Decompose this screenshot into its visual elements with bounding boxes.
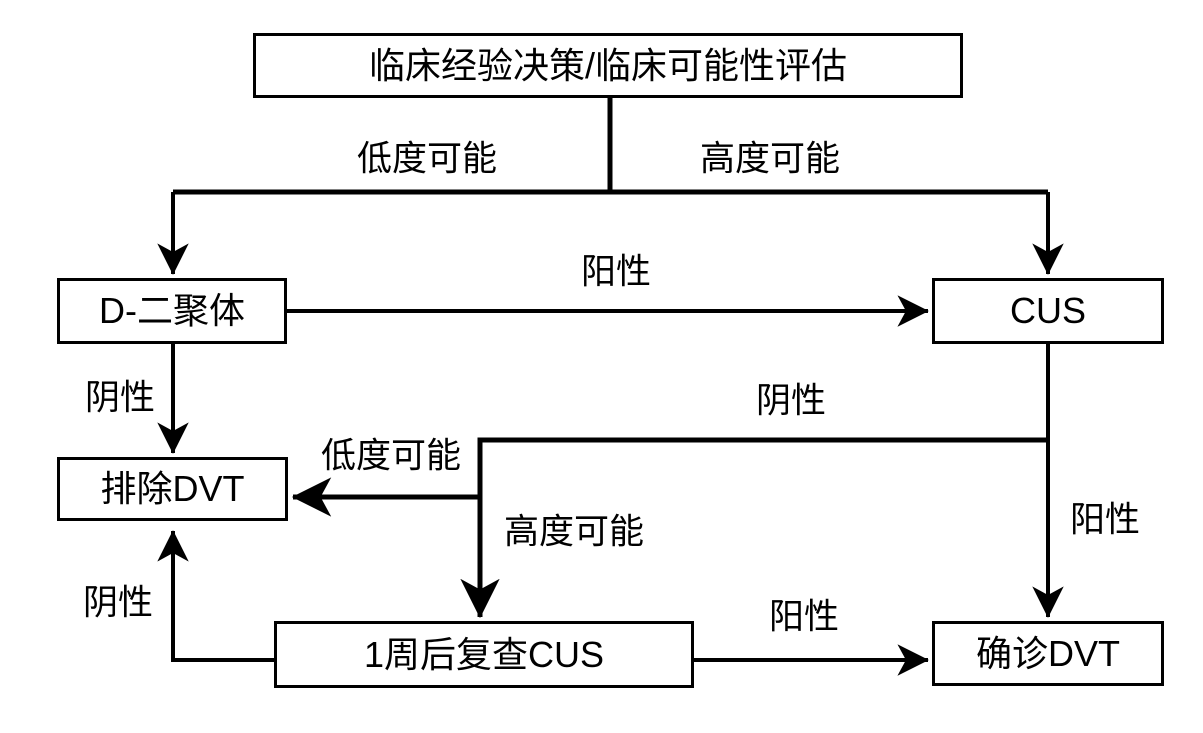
edge-recheck-to-exclude — [157, 530, 275, 662]
node-exclude-dvt: 排除DVT — [57, 457, 288, 521]
node-recheck-cus: 1周后复查CUS — [274, 621, 694, 688]
label-high-probability-top: 高度可能 — [699, 139, 841, 179]
label-recheck-negative: 阴性 — [82, 583, 154, 623]
edge-cus-negative-to-recheck — [460, 437, 1048, 619]
label-cus-negative: 阴性 — [755, 381, 827, 421]
label-branch-high-probability: 高度可能 — [503, 512, 645, 552]
label-cus-positive: 阳性 — [1069, 500, 1141, 540]
label-ddimer-positive: 阳性 — [580, 252, 652, 292]
label-ddimer-negative: 阴性 — [84, 378, 156, 418]
node-confirm-dvt: 确诊DVT — [932, 621, 1164, 686]
label-branch-low-probability: 低度可能 — [320, 436, 462, 476]
node-d-dimer: D-二聚体 — [57, 278, 287, 344]
label-low-probability-top: 低度可能 — [356, 139, 498, 179]
node-cus: CUS — [932, 278, 1164, 344]
node-clinical-assessment: 临床经验决策/临床可能性评估 — [253, 33, 963, 98]
label-recheck-positive: 阳性 — [768, 597, 840, 637]
